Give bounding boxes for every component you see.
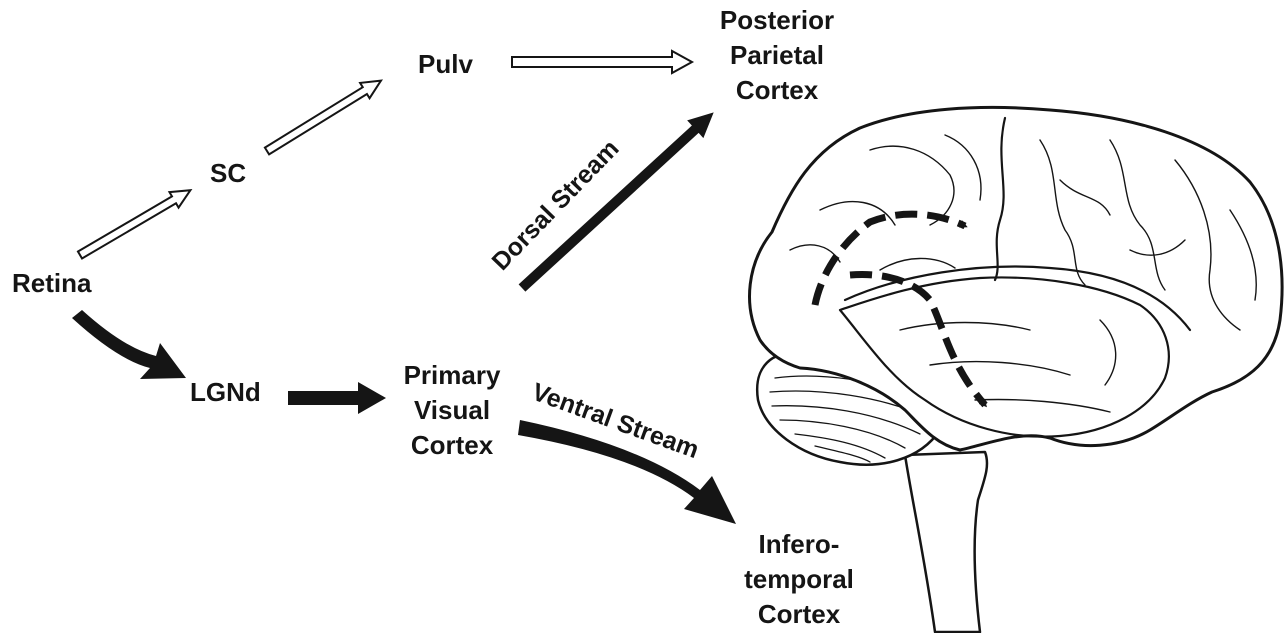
label-line: Cortex — [714, 597, 884, 632]
label-line: Parietal — [692, 38, 862, 73]
label-line: Posterior — [692, 3, 862, 38]
arrow-retina-to-lgnd — [72, 310, 186, 379]
label-line: Primary — [372, 358, 532, 393]
label-posterior-parietal-cortex: Posterior Parietal Cortex — [692, 3, 862, 108]
label-line: temporal — [714, 562, 884, 597]
label-primary-visual-cortex: Primary Visual Cortex — [372, 358, 532, 463]
arrow-retina-to-sc — [75, 182, 195, 262]
label-line: Visual — [372, 393, 532, 428]
label-line: Cortex — [372, 428, 532, 463]
label-line: Infero- — [714, 527, 884, 562]
label-pulvinar: Pulv — [418, 47, 473, 82]
label-superior-colliculus: SC — [210, 156, 246, 191]
label-retina: Retina — [12, 266, 91, 301]
brainstem — [905, 452, 987, 632]
label-inferotemporal-cortex: Infero- temporal Cortex — [714, 527, 884, 632]
arrow-pulv-to-ppc — [512, 51, 692, 73]
arrow-sc-to-pulv — [262, 73, 385, 159]
label-lgnd: LGNd — [190, 375, 261, 410]
label-line: Cortex — [692, 73, 862, 108]
